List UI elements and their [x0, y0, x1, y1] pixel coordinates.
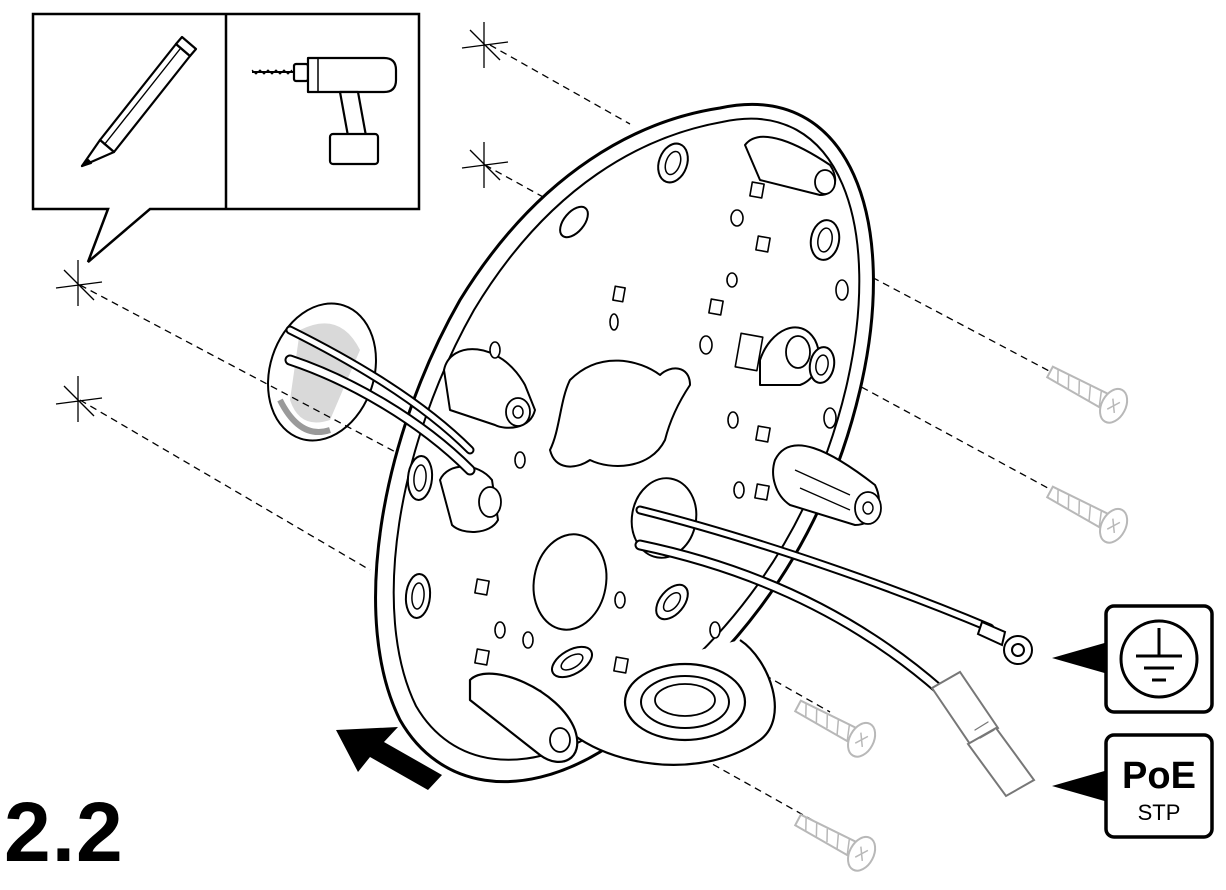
drill-marks [55, 22, 509, 422]
ground-symbol-icon [1119, 619, 1199, 699]
ring-terminal-icon [976, 620, 1033, 665]
poe-badge-title: PoE [1122, 755, 1196, 797]
mounting-plate [374, 102, 882, 784]
cables [284, 325, 1036, 798]
drill-mark [55, 260, 103, 306]
screw-icon [793, 699, 877, 758]
plate-boss [772, 444, 882, 526]
plate-boss [759, 326, 820, 386]
mounting-slot [551, 645, 593, 679]
poe-badge: PoE STP [1052, 733, 1214, 839]
pencil-icon [80, 35, 198, 168]
mounting-slot [809, 219, 841, 261]
step-number: 2.2 [4, 785, 124, 879]
ground-badge [1052, 604, 1214, 714]
plate-boss [439, 465, 502, 533]
rj45-plug-icon [930, 670, 1036, 798]
mounting-slot [559, 205, 589, 239]
push-direction-arrow-icon [336, 727, 442, 790]
plate-boss [443, 348, 536, 429]
screw-icon [793, 813, 877, 872]
screws [793, 365, 1129, 872]
tool-callout [31, 12, 421, 263]
drill-icon [251, 56, 398, 166]
screw-icon [1045, 365, 1129, 424]
mounting-slot [657, 142, 689, 184]
poe-badge-subtitle: STP [1138, 800, 1181, 825]
mounting-slot [406, 455, 434, 501]
small-holes [474, 181, 849, 674]
mounting-slot [404, 573, 432, 619]
mounting-slot [808, 346, 836, 384]
drill-mark [461, 22, 509, 68]
drill-mark [55, 376, 103, 422]
mounting-slot [655, 583, 689, 621]
plate-boss [744, 135, 837, 196]
drill-mark [461, 142, 509, 188]
screw-icon [1045, 485, 1129, 544]
